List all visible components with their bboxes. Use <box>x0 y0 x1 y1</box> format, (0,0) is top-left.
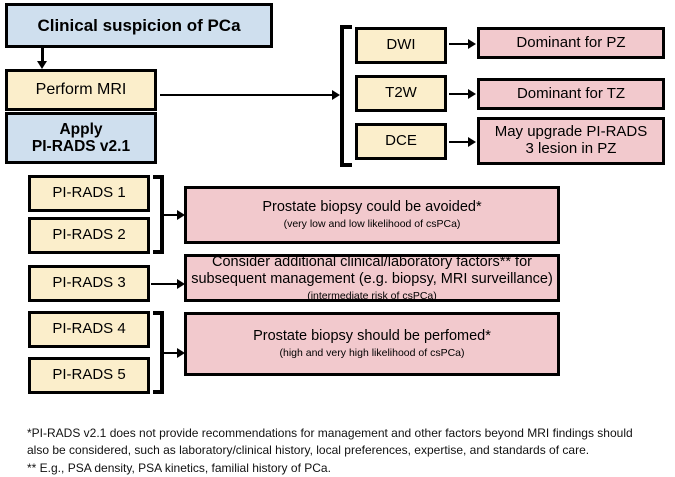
node-apply-pirads-label-line2: PI-RADS v2.1 <box>31 138 131 155</box>
node-recommendation-avoid-biopsy-main: Prostate biopsy could be avoided* <box>262 199 482 216</box>
node-finding-dominant-pz: Dominant for PZ <box>477 27 665 59</box>
node-recommendation-perform-biopsy-main: Prostate biopsy should be perfomed* <box>253 328 491 345</box>
bracket-sequences <box>340 25 352 167</box>
node-finding-may-upgrade-label-line2: 3 lesion in PZ <box>525 140 617 157</box>
connector-suspicion-to-mri <box>41 48 44 62</box>
footnotes: *PI-RADS v2.1 does not provide recommend… <box>27 425 662 477</box>
bracket-pirads-4-5 <box>153 311 164 394</box>
node-pirads-2-label: PI-RADS 2 <box>52 226 126 244</box>
node-pirads-3-label: PI-RADS 3 <box>52 274 126 292</box>
arrowhead-right-icon <box>468 89 476 99</box>
connector-pirads12-to-recommendation <box>163 214 181 216</box>
node-pirads-5: PI-RADS 5 <box>28 357 150 394</box>
node-apply-pirads: Apply PI-RADS v2.1 <box>5 112 157 164</box>
footnote-line-3: ** E.g., PSA density, PSA kinetics, fami… <box>27 460 331 475</box>
node-pirads-2: PI-RADS 2 <box>28 217 150 254</box>
connector-dce-to-finding <box>449 141 471 143</box>
node-pirads-4: PI-RADS 4 <box>28 311 150 348</box>
footnote-line-2: also be considered, such as laboratory/c… <box>27 443 590 458</box>
node-pirads-5-label: PI-RADS 5 <box>52 366 126 384</box>
arrowhead-down-icon <box>37 61 47 69</box>
node-pirads-1: PI-RADS 1 <box>28 175 150 212</box>
node-sequence-dce-label: DCE <box>385 132 417 150</box>
node-sequence-dwi-label: DWI <box>386 36 416 54</box>
node-perform-mri-label: Perform MRI <box>35 81 127 99</box>
connector-pirads3-to-recommendation <box>151 283 181 285</box>
node-recommendation-avoid-biopsy: Prostate biopsy could be avoided* (very … <box>184 186 560 244</box>
arrowhead-right-icon <box>332 90 340 100</box>
footnote-line-1: *PI-RADS v2.1 does not provide recommend… <box>27 426 633 440</box>
arrowhead-right-icon <box>177 279 185 289</box>
node-recommendation-perform-biopsy-sub: (high and very high likelihood of csPCa) <box>279 347 465 360</box>
arrowhead-right-icon <box>177 210 185 220</box>
node-finding-dominant-pz-label: Dominant for PZ <box>516 33 626 51</box>
node-recommendation-avoid-biopsy-sub: (very low and low likelihood of csPCa) <box>283 218 461 231</box>
node-pirads-1-label: PI-RADS 1 <box>52 184 126 202</box>
node-clinical-suspicion-label: Clinical suspicion of PCa <box>37 15 241 35</box>
connector-t2w-to-finding <box>449 93 471 95</box>
node-recommendation-perform-biopsy: Prostate biopsy should be perfomed* (hig… <box>184 312 560 376</box>
connector-pirads45-to-recommendation <box>163 352 181 354</box>
node-finding-may-upgrade: May upgrade PI-RADS 3 lesion in PZ <box>477 117 665 165</box>
arrowhead-right-icon <box>177 348 185 358</box>
connector-dwi-to-finding <box>449 43 471 45</box>
node-finding-may-upgrade-label-line1: May upgrade PI-RADS <box>494 123 648 141</box>
node-recommendation-consider-factors: Consider additional clinical/laboratory … <box>184 254 560 302</box>
arrowhead-right-icon <box>468 39 476 49</box>
node-pirads-3: PI-RADS 3 <box>28 265 150 302</box>
node-finding-dominant-tz: Dominant for TZ <box>477 78 665 110</box>
node-sequence-t2w: T2W <box>355 75 447 112</box>
arrowhead-right-icon <box>468 137 476 147</box>
node-recommendation-consider-factors-main-line2: subsequent management (e.g. biopsy, MRI … <box>191 270 553 287</box>
node-apply-pirads-label-line1: Apply <box>59 120 103 138</box>
node-finding-dominant-tz-label: Dominant for TZ <box>516 84 626 102</box>
node-clinical-suspicion: Clinical suspicion of PCa <box>5 3 273 48</box>
connector-mri-to-sequences <box>160 94 334 96</box>
node-recommendation-consider-factors-sub: (intermediate risk of csPCa) <box>307 289 437 302</box>
node-perform-mri: Perform MRI <box>5 69 157 111</box>
node-pirads-4-label: PI-RADS 4 <box>52 320 126 338</box>
bracket-pirads-1-2 <box>153 175 164 254</box>
node-sequence-dce: DCE <box>355 123 447 160</box>
node-sequence-t2w-label: T2W <box>385 84 417 102</box>
node-sequence-dwi: DWI <box>355 27 447 64</box>
node-recommendation-consider-factors-main-line1: Consider additional clinical/laboratory … <box>212 253 532 270</box>
